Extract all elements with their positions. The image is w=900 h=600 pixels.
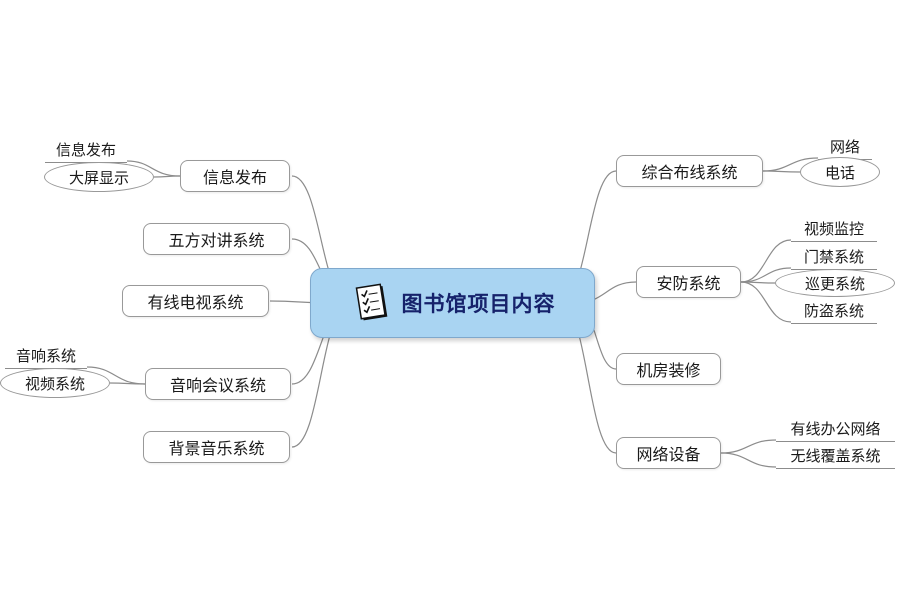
branch-label: 五方对讲系统: [168, 233, 265, 250]
leaf-label: 门禁系统: [803, 249, 864, 266]
leaf-label: 音响系统: [15, 348, 76, 365]
connector: [720, 452, 777, 468]
leaf-label: 大屏显示: [68, 169, 129, 187]
branch-node-server-room[interactable]: 机房装修: [616, 353, 721, 385]
connector: [109, 382, 146, 385]
leaf-label: 无线覆盖系统: [790, 448, 881, 465]
connector: [762, 170, 801, 173]
connector: [720, 439, 777, 454]
leaf-label: 网络: [829, 139, 860, 156]
leaf-node-big-screen[interactable]: 大屏显示: [44, 162, 154, 192]
leaf-node-anti-theft[interactable]: 防盗系统: [791, 300, 877, 324]
branch-node-cabling[interactable]: 综合布线系统: [616, 155, 763, 187]
leaf-node-telephone[interactable]: 电话: [800, 157, 880, 187]
branch-node-background-music[interactable]: 背景音乐系统: [143, 431, 290, 463]
branch-node-intercom[interactable]: 五方对讲系统: [143, 223, 290, 255]
branch-node-cable-tv[interactable]: 有线电视系统: [122, 285, 269, 317]
branch-label: 信息发布: [202, 170, 267, 187]
checklist-document-icon: [350, 281, 392, 325]
leaf-label: 视频监控: [803, 221, 864, 238]
leaf-label: 信息发布: [55, 142, 116, 159]
branch-label: 网络设备: [636, 447, 701, 464]
connector: [740, 281, 792, 323]
branch-node-audio-conference[interactable]: 音响会议系统: [145, 368, 291, 400]
branch-label: 安防系统: [656, 276, 721, 293]
central-topic[interactable]: 图书馆项目内容: [310, 268, 595, 338]
central-topic-label: 图书馆项目内容: [401, 293, 556, 316]
branch-label: 机房装修: [636, 363, 701, 380]
leaf-label: 有线办公网络: [790, 421, 881, 438]
leaf-label: 电话: [824, 164, 855, 182]
leaf-node-audio-system[interactable]: 音响系统: [5, 345, 87, 369]
leaf-label: 防盗系统: [803, 303, 864, 320]
branch-label: 有线电视系统: [147, 295, 244, 312]
leaf-node-wired-office-network[interactable]: 有线办公网络: [776, 418, 895, 442]
branch-node-security[interactable]: 安防系统: [636, 266, 741, 298]
leaf-node-wireless-coverage[interactable]: 无线覆盖系统: [776, 445, 895, 469]
leaf-node-video-system[interactable]: 视频系统: [0, 368, 110, 398]
branch-label: 背景音乐系统: [168, 441, 265, 458]
leaf-node-access-control[interactable]: 门禁系统: [791, 246, 877, 270]
connector: [153, 175, 181, 178]
branch-label: 音响会议系统: [169, 378, 266, 395]
leaf-label: 视频系统: [24, 375, 85, 393]
branch-label: 综合布线系统: [641, 165, 738, 182]
leaf-node-patrol-system[interactable]: 巡更系统: [775, 269, 895, 297]
leaf-node-video-surveillance[interactable]: 视频监控: [791, 218, 877, 242]
leaf-node-info-release[interactable]: 信息发布: [45, 139, 127, 163]
leaf-label: 巡更系统: [804, 275, 865, 293]
branch-node-info-release[interactable]: 信息发布: [180, 160, 290, 192]
branch-node-network-equipment[interactable]: 网络设备: [616, 437, 721, 469]
connector: [740, 239, 792, 283]
